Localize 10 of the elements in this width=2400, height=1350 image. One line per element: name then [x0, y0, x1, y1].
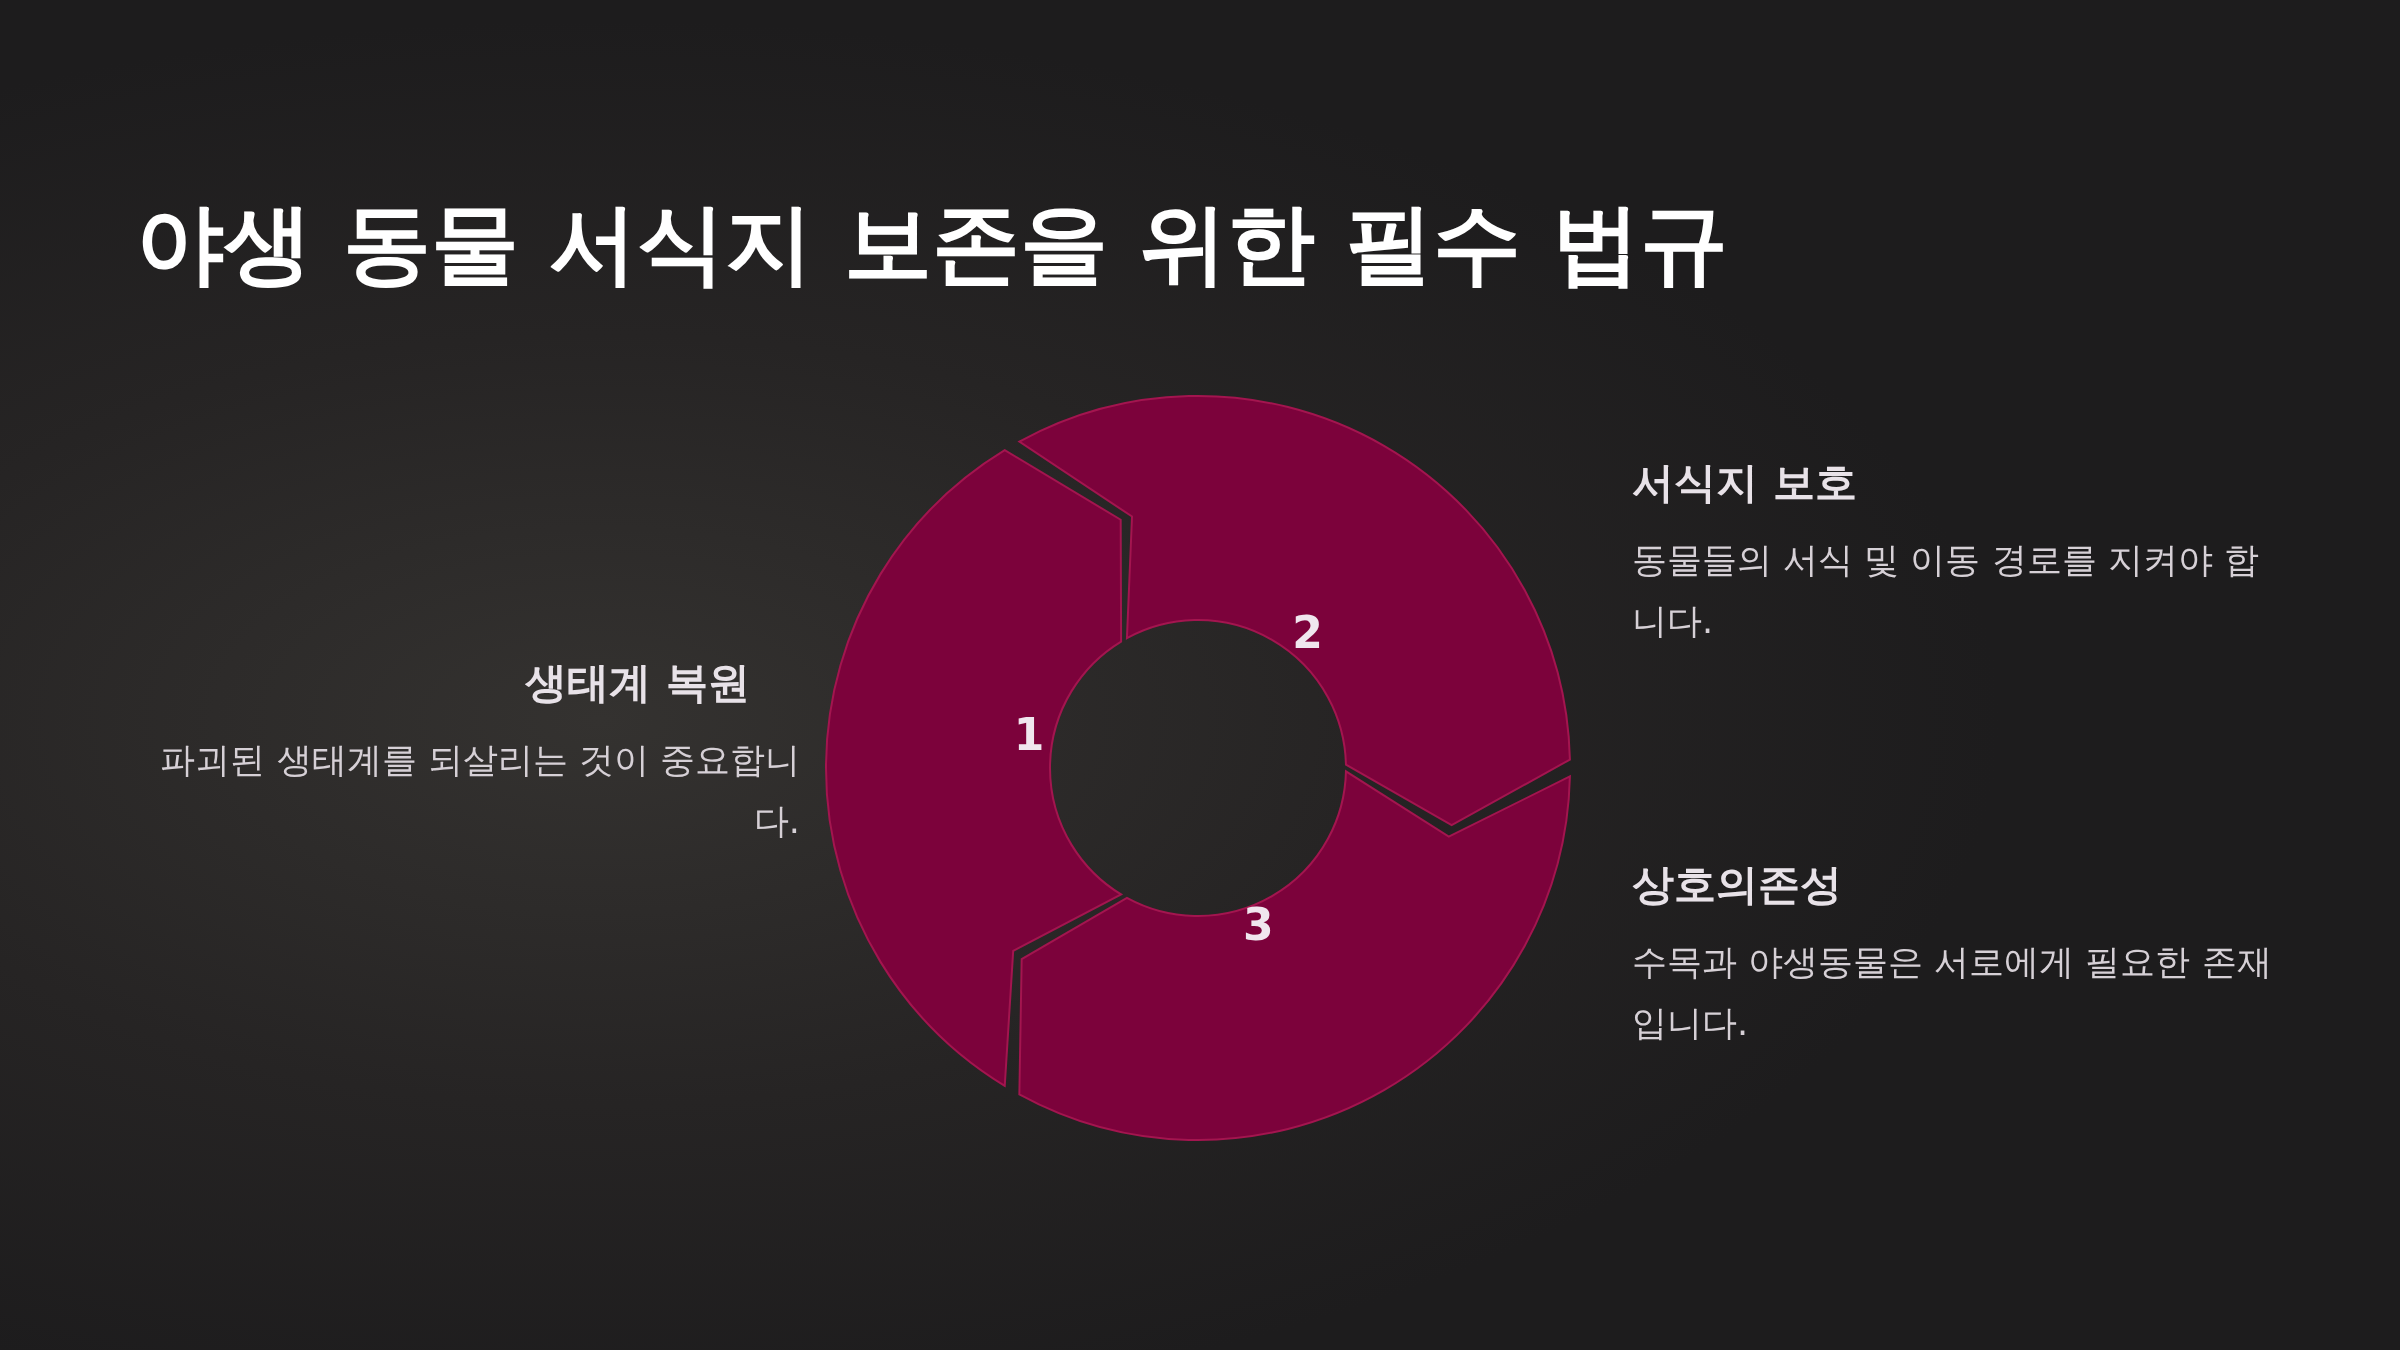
description-text: 동물들의 서식 및 이동 경로를 지켜야 합니다.: [1632, 539, 2260, 644]
description-text: 파괴된 생태계를 되살리는 것이 중요합니다.: [159, 739, 800, 844]
step-number: 2: [1292, 610, 1323, 655]
section-heading: 상호의존성: [1632, 860, 1843, 911]
step-number: 3: [1242, 902, 1274, 947]
section-heading: 생태계 복원: [524, 658, 750, 709]
title: 야생 동물 서식지 보존을 위한 필수 법규: [136, 196, 1728, 293]
description-text: 수목과 야생동물은 서로에게 필요한 존재입니다.: [1632, 941, 2273, 1046]
step-number: 1: [1013, 713, 1045, 758]
section-heading: 서식지 보호: [1632, 458, 1858, 509]
